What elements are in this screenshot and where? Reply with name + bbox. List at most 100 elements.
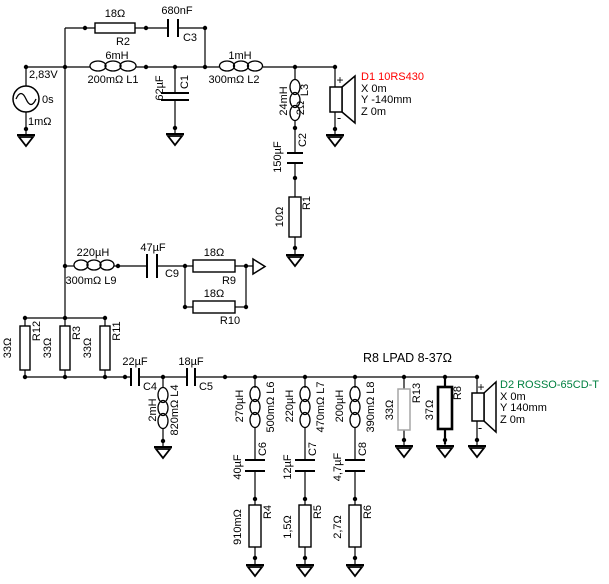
inductor-L1[interactable] — [89, 60, 137, 72]
resistor-R1[interactable] — [288, 196, 302, 238]
junction-dot — [292, 125, 298, 131]
label-c9-ref: C9 — [165, 268, 179, 280]
inductor-L7[interactable] — [299, 385, 311, 429]
junction-dot — [474, 374, 480, 380]
junction-dot — [82, 25, 88, 31]
label-c6-ref: C6 — [257, 442, 269, 456]
resistor-R8[interactable] — [436, 385, 454, 431]
label-d1-minus: - — [337, 110, 341, 125]
label-l8-detail: 390mΩ L8 — [365, 381, 377, 432]
ground-symbol[interactable] — [435, 445, 455, 458]
ground-symbol[interactable] — [325, 134, 345, 147]
junction-dot — [115, 263, 121, 269]
label-l3-detail: 2Ω — [295, 101, 307, 115]
capacitor-C2[interactable] — [287, 152, 303, 164]
label-r1-ref: R1 — [301, 196, 313, 210]
ground-symbol[interactable] — [467, 445, 487, 458]
inductor-L6[interactable] — [249, 385, 261, 429]
ground-symbol[interactable] — [16, 134, 36, 147]
label-c4-value: 22µF — [122, 356, 148, 368]
label-l1-value: 6mH — [105, 50, 128, 62]
speaker-D1[interactable] — [329, 74, 356, 125]
label-r12-ref: R12 — [31, 321, 43, 341]
junction-dot — [62, 374, 68, 380]
label-c9-value: 47µF — [140, 242, 166, 254]
label-r2-ref: R2 — [116, 36, 130, 48]
resistor-R3[interactable] — [59, 325, 71, 371]
port-symbol[interactable] — [252, 257, 267, 276]
junction-dot — [202, 64, 208, 70]
sine-wave-icon — [15, 92, 37, 106]
inductor-L3[interactable] — [289, 78, 301, 122]
label-c5-ref: C5 — [199, 381, 213, 393]
resistor-R11[interactable] — [99, 325, 111, 371]
driver-d1-x: X 0m — [361, 83, 387, 95]
capacitor-C3[interactable] — [167, 19, 179, 37]
label-r10-value: 18Ω — [204, 288, 224, 300]
speaker-D2[interactable] — [471, 380, 497, 434]
label-l3-value: 24mH — [278, 86, 290, 115]
resistor-R4[interactable] — [248, 504, 262, 548]
capacitor-C4[interactable] — [130, 368, 140, 386]
label-l1-detail: 200mΩ L1 — [87, 74, 138, 86]
label-l6-value: 270µH — [234, 390, 246, 423]
junction-dot — [442, 374, 448, 380]
junction-dot — [22, 374, 28, 380]
capacitor-C1[interactable] — [161, 92, 189, 101]
junction-dot — [442, 437, 448, 443]
label-r2-value: 18Ω — [105, 8, 125, 20]
capacitor-C7[interactable] — [295, 459, 315, 472]
capacitor-C8[interactable] — [345, 459, 365, 472]
resistor-R12[interactable] — [19, 325, 31, 371]
capacitor-C9[interactable] — [146, 254, 158, 278]
source-delay-label: 0s — [42, 94, 54, 106]
junction-dot — [182, 263, 188, 269]
label-r5-ref: R5 — [312, 505, 324, 519]
inductor-L2[interactable] — [218, 60, 264, 72]
ground-symbol[interactable] — [295, 564, 315, 577]
junction-dot — [302, 555, 308, 561]
junction-dot — [292, 245, 298, 251]
ground-symbol[interactable] — [285, 254, 305, 267]
label-l8-value: 200µH — [334, 390, 346, 423]
inductor-L8[interactable] — [349, 385, 361, 429]
resistor-R6[interactable] — [348, 504, 362, 548]
junction-dot — [182, 304, 188, 310]
lpad-title: R8 LPAD 8-37Ω — [363, 351, 452, 365]
capacitor-C5[interactable] — [186, 368, 196, 386]
junction-dot — [172, 125, 178, 131]
ground-symbol[interactable] — [165, 133, 185, 146]
driver-d1-z: Z 0m — [361, 106, 386, 118]
driver-d2-z: Z 0m — [500, 414, 525, 426]
label-c3-value: 680nF — [161, 5, 192, 17]
resistor-R5[interactable] — [298, 504, 312, 548]
driver-d2-x: X 0m — [500, 391, 526, 403]
inductor-L9[interactable] — [73, 259, 115, 271]
label-l7-value: 220µH — [284, 390, 296, 423]
resistor-R13[interactable] — [397, 388, 411, 431]
resistor-R9[interactable] — [192, 259, 236, 273]
driver-d2-y: Y 140mm — [500, 402, 547, 414]
label-r11-ref: R11 — [111, 321, 123, 340]
resistor-R10[interactable] — [192, 300, 236, 314]
label-c8-ref: C8 — [357, 442, 369, 456]
label-c3-ref: C3 — [183, 32, 197, 44]
ground-symbol[interactable] — [345, 564, 365, 577]
label-r9-ref: R9 — [222, 275, 236, 287]
junction-dot — [62, 315, 68, 321]
voltage-source[interactable] — [12, 85, 40, 113]
junction-dot — [62, 263, 68, 269]
ground-symbol[interactable] — [153, 446, 173, 459]
junction-dot — [62, 64, 68, 70]
label-r8-value: 37Ω — [424, 400, 436, 420]
inductor-L4[interactable] — [157, 386, 169, 430]
driver-d1-y: Y -140mm — [361, 94, 412, 106]
label-r9-value: 18Ω — [204, 247, 224, 259]
capacitor-C6[interactable] — [245, 459, 265, 472]
ground-symbol[interactable] — [245, 564, 265, 577]
junction-dot — [352, 555, 358, 561]
ground-symbol[interactable] — [394, 445, 414, 458]
resistor-R2[interactable] — [94, 22, 136, 34]
